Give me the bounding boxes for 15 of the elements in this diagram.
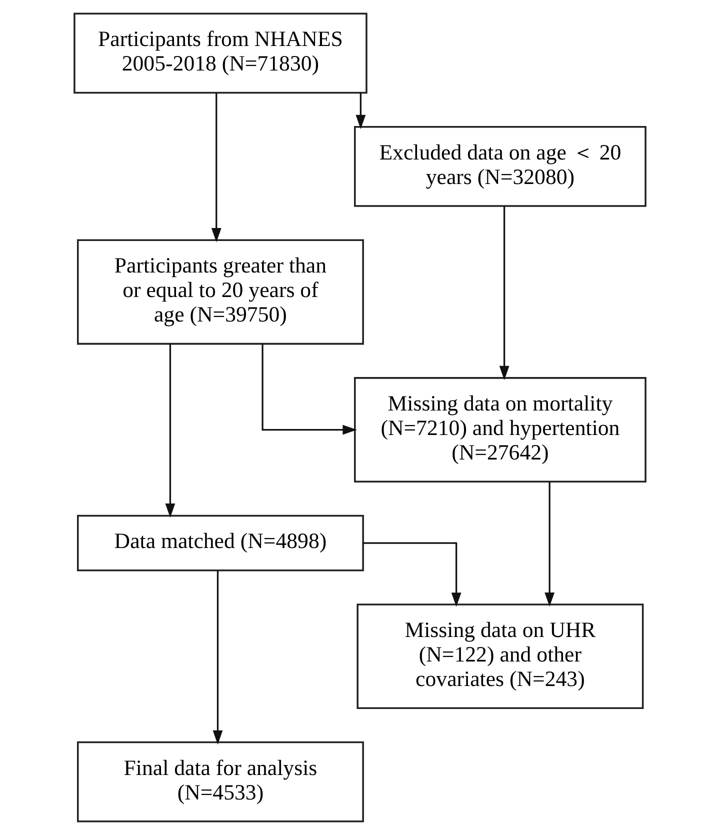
arrow xyxy=(356,92,366,130)
node-box: Data matched (N=4898) xyxy=(76,514,364,572)
arrow xyxy=(544,482,555,607)
node-box: Final data for analysis (N=4533) xyxy=(76,741,364,822)
arrow xyxy=(262,344,357,435)
arrow xyxy=(212,570,223,745)
node-box: Missing data on UHR (N=122) and other covariates (N=243) xyxy=(356,604,644,710)
node-box: Missing data on mortality (N=7210) and hypertention (N=27642) xyxy=(354,377,646,483)
arrow xyxy=(499,206,510,380)
node-box: Participants from NHANES 2005-2018 (N=71830) xyxy=(74,12,368,94)
node-box: Participants greater than or equal to 20 years of age (N=39750) xyxy=(76,239,364,345)
node-box: Excluded data on age ＜ 20 years (N=32080) xyxy=(354,126,646,207)
arrow xyxy=(211,93,222,242)
arrow xyxy=(363,542,462,607)
arrow xyxy=(165,344,176,518)
